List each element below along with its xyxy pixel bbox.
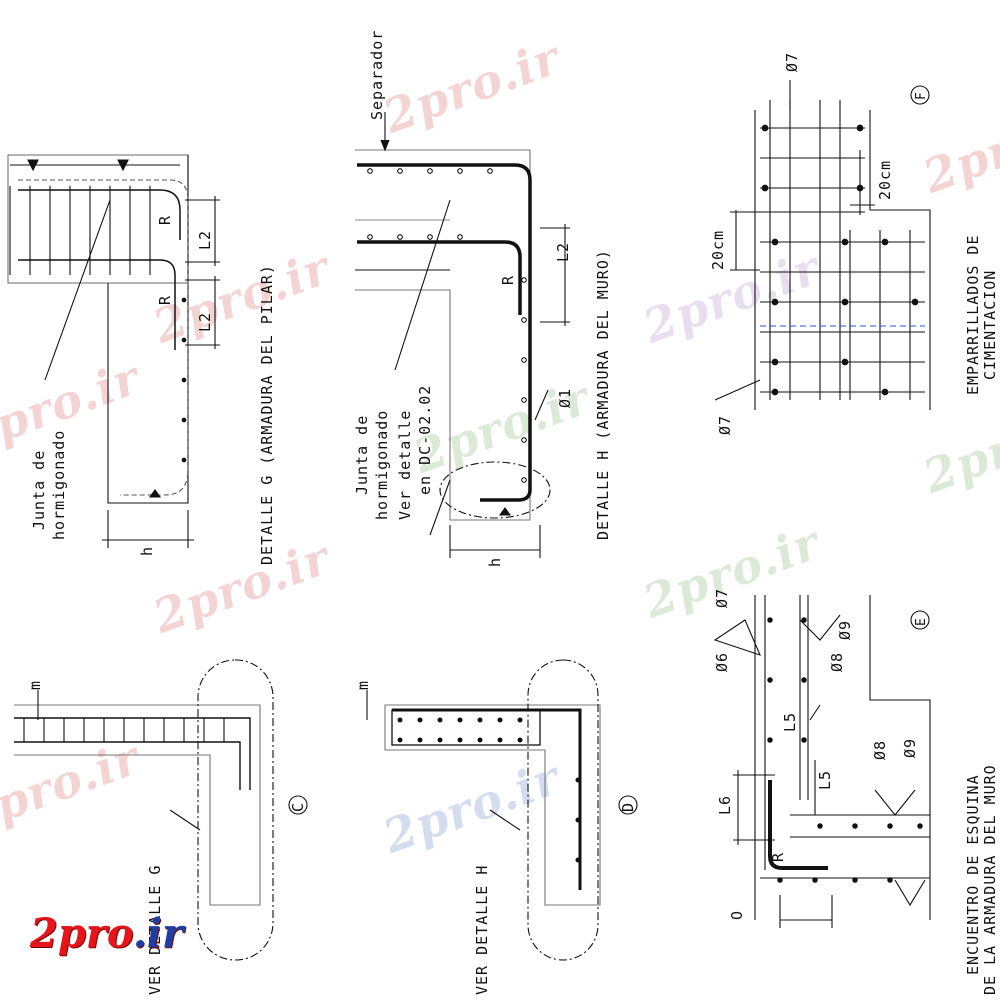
site-logo: 2pro.ir <box>30 910 184 957</box>
detail-f-marker: F <box>914 92 929 100</box>
marker-c-circle <box>288 795 308 815</box>
detail-h-title: DETALLE H (ARMADURA DEL MURO) <box>594 249 612 540</box>
detail-f <box>714 80 931 410</box>
detail-e-phi8-b: Ø8 <box>871 740 889 760</box>
detail-f-dim-20cm-b: 20cm <box>876 160 894 200</box>
detail-g-junta-line2: hormigonado <box>50 430 68 540</box>
detail-h-dim-l2: L2 <box>554 242 572 262</box>
detail-e-l6: L6 <box>716 795 734 815</box>
detail-h-ver-line2: en DC-02.02 <box>416 385 434 495</box>
detail-g-dim-l2-b: L2 <box>196 312 214 332</box>
detail-h-separador: Separador <box>368 30 386 120</box>
detail-e-marker: E <box>914 618 929 626</box>
marker-e-circle <box>910 610 930 630</box>
detail-e-circle-mark: O <box>728 910 746 920</box>
detail-g-dim-l2-a: L2 <box>196 230 214 250</box>
detail-e-phi9-b: Ø9 <box>901 738 919 758</box>
detail-f-dim-20cm-a: 20cm <box>709 230 727 270</box>
marker-d-circle <box>618 795 638 815</box>
detail-e-phi9-a: Ø9 <box>836 620 854 640</box>
detail-e-l5-a: L5 <box>781 712 799 732</box>
detail-f-title-line2: CIMENTACION <box>981 270 999 380</box>
detail-d-ver: VER DETALLE H <box>473 865 491 995</box>
detail-c <box>14 659 274 961</box>
detail-c-dim-m: m <box>26 680 44 690</box>
detail-d-dim-m: m <box>354 680 372 690</box>
detail-h-junta-line2: hormigonado <box>373 410 391 520</box>
detail-g-title: DETALLE G (ARMADURA DEL PILAR) <box>258 264 276 565</box>
detail-h-ver-line1: Ver detalle <box>396 410 414 520</box>
detail-f-phi7-bottom: Ø7 <box>716 415 734 435</box>
detail-e <box>713 595 931 928</box>
detail-g-radius-a: R <box>156 215 174 225</box>
detail-h-dim-h: h <box>486 557 504 567</box>
detail-g-junta-line1: Junta de <box>30 450 48 530</box>
detail-h-radius: R <box>499 275 517 285</box>
detail-e-title-line2: DE LA ARMADURA DEL MURO <box>981 764 999 995</box>
detail-e-phi7: Ø7 <box>713 588 731 608</box>
detail-e-title-line1: ENCUENTRO DE ESQUINA <box>964 774 982 975</box>
detail-e-phi8-a: Ø8 <box>828 652 846 672</box>
detail-g <box>7 154 220 548</box>
detail-c-marker: C <box>289 802 307 812</box>
detail-h <box>355 112 570 558</box>
detail-e-l5-b: L5 <box>816 770 834 790</box>
detail-c-ver: VER DETALLE G <box>146 865 164 995</box>
detail-d-marker: D <box>619 802 637 812</box>
detail-g-radius-b: R <box>156 295 174 305</box>
detail-f-title-line1: EMPARRILLADOS DE <box>964 235 982 396</box>
detail-g-dim-h: h <box>138 546 156 556</box>
detail-f-phi7-top: Ø7 <box>783 52 801 72</box>
detail-h-junta-line1: Junta de <box>353 415 371 495</box>
detail-e-radius: R <box>769 852 787 862</box>
detail-e-phi6: Ø6 <box>713 652 731 672</box>
detail-d <box>366 659 601 961</box>
detail-h-phi: Ø1 <box>556 388 574 408</box>
marker-f-circle <box>910 85 930 105</box>
